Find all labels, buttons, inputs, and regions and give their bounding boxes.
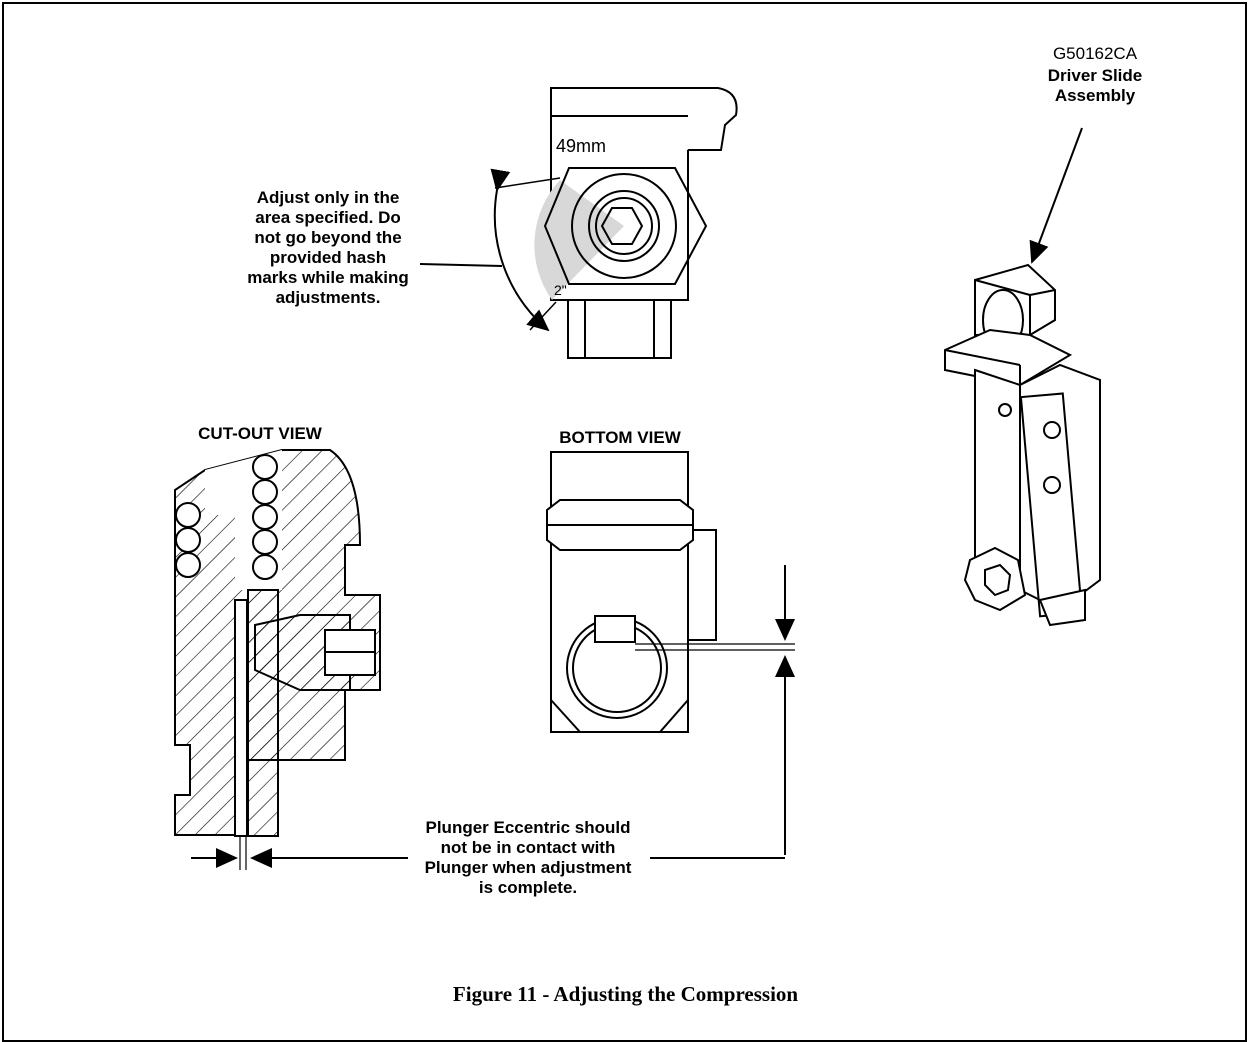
bottom-view bbox=[546, 451, 795, 859]
bottom-view-label: BOTTOM VIEW bbox=[559, 428, 681, 447]
part-name-line1: Driver Slide bbox=[1047, 66, 1143, 85]
angle-marking: 2" bbox=[554, 282, 567, 298]
part-name-line2: Assembly bbox=[1054, 86, 1136, 105]
plunger-note: Plunger Eccentric should not be in conta… bbox=[424, 818, 632, 897]
figure-caption: Figure 11 - Adjusting the Compression bbox=[452, 982, 799, 1006]
size-marking: 49mm bbox=[556, 136, 607, 156]
top-view bbox=[419, 87, 738, 359]
cutout-view-label: CUT-OUT VIEW bbox=[198, 424, 322, 443]
adjust-note: Adjust only in the area specified. Do no… bbox=[247, 188, 409, 307]
driver-slide-assembly-drawing bbox=[944, 127, 1101, 627]
cutout-view bbox=[174, 449, 408, 870]
part-number: G50162CA bbox=[1052, 44, 1138, 63]
